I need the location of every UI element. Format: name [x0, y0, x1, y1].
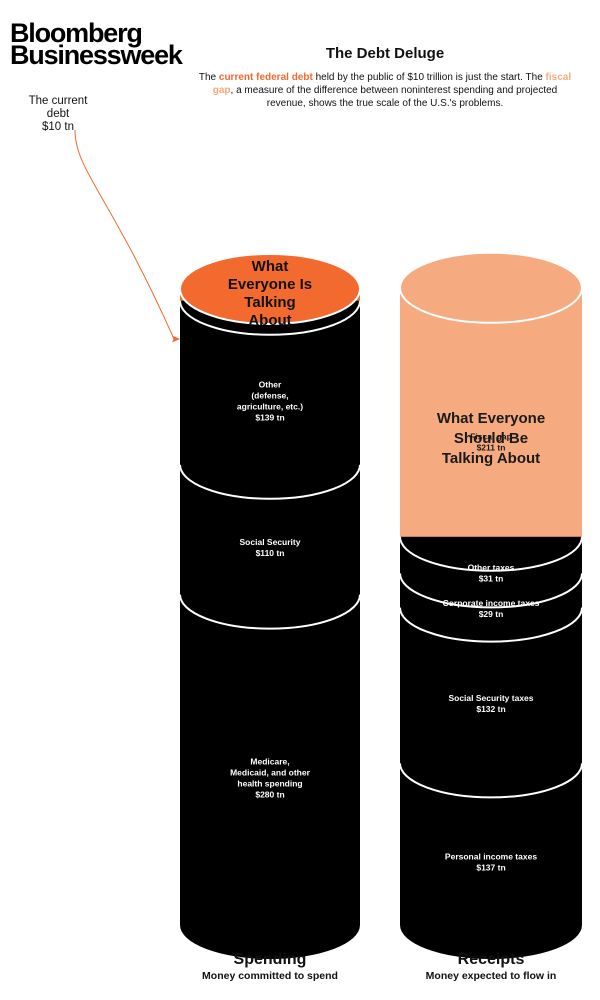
receipts-segment-5-label-line: $211 tn [477, 442, 506, 452]
receipts-segment-2-label-line: $132 tn [476, 704, 505, 714]
callout-label: The current debt [28, 95, 88, 120]
subtitle-part-1: The [198, 72, 219, 83]
spending-segment-1-label-line: health spending [237, 778, 302, 788]
spending-segment-3-label-line: Other [259, 379, 282, 389]
spending-segment-3-label-line: $139 tn [255, 412, 284, 422]
spending-segment-2-label: Social Security$110 tn [240, 537, 301, 558]
spending-subtitle: Money committed to spend [202, 970, 338, 982]
should-be-talking-label-line: Talking About [442, 450, 540, 467]
receipts-segment-5-label-line: Fiscal gap [470, 431, 512, 441]
receipts-segment-1-label-line: $137 tn [476, 863, 505, 873]
spending-segment-3-label-line: agriculture, etc.) [237, 401, 303, 411]
receipts-footer: Receipts Money expected to flow in [401, 950, 581, 983]
receipts-segment-4-label-line: $31 tn [479, 574, 504, 584]
subtitle-part-3: , a measure of the difference between no… [230, 85, 558, 109]
should-be-talking-label-line: What Everyone [437, 410, 545, 427]
spending-segment-3-label-line: (defense, [251, 390, 288, 400]
receipts-subtitle: Money expected to flow in [425, 970, 557, 982]
should-be-talking-label-line: Should Be [454, 430, 528, 447]
receipts-segment-4-label: Other taxes$31 tn [468, 563, 515, 584]
receipts-segment-2-label-line: Social Security taxes [448, 693, 533, 703]
spending-segment-2-label-line: Social Security [240, 537, 301, 547]
brand-logo: Bloomberg Businessweek [10, 18, 183, 70]
receipts-segment-1-label: Personal income taxes$137 tn [445, 852, 537, 873]
receipts-title: Receipts [457, 951, 525, 968]
spending-segment-2-label-line: $110 tn [256, 548, 285, 558]
current-debt-callout: The current debt $10 tn [18, 95, 98, 134]
receipts-segment-2-label: Social Security taxes$132 tn [448, 693, 533, 714]
callout-arrow [74, 129, 175, 340]
talking-about-label-line: Everyone Is [228, 276, 312, 293]
receipts-segment-3-label-line: Corporate income taxes [443, 598, 540, 608]
brand-line-2: Businessweek [10, 40, 183, 70]
spending-segment-3-label: Other(defense,agriculture, etc.)$139 tn [237, 379, 303, 422]
receipts-top-cap [399, 251, 583, 324]
spending-top-cap [179, 252, 361, 325]
spending-title: Spending [233, 951, 307, 968]
spending-segment-1-label-line: Medicare, [250, 756, 289, 766]
receipts-segment-3-label: Corporate income taxes$29 tn [443, 598, 540, 619]
receipts-segment-1-label-line: Personal income taxes [445, 852, 537, 862]
spending-footer: Spending Money committed to spend [180, 950, 360, 983]
chart-title: The Debt Deluge [325, 45, 445, 62]
spending-segment-1-label-line: Medicaid, and other [230, 767, 311, 777]
talking-about-label-line: Talking [244, 294, 295, 311]
subtitle-highlight-current-debt: current federal debt [218, 72, 313, 83]
talking-about-label-line: About [248, 312, 291, 329]
receipts-segment-5 [400, 287, 582, 537]
receipts-segment-4-label-line: Other taxes [468, 563, 515, 573]
subtitle-highlight-fiscal-gap: fiscal gap [212, 72, 572, 96]
talking-about-label-line: What [252, 258, 289, 275]
brand-line-1: Bloomberg [10, 18, 143, 48]
callout-arrowhead [172, 335, 180, 343]
receipts-segment-3-label-line: $29 tn [479, 609, 504, 619]
receipts-segment-5-label: Fiscal gap$211 tn [470, 431, 512, 452]
chart-subtitle: The current federal debt held by the pub… [195, 71, 575, 110]
callout-value: $10 tn [42, 121, 74, 133]
subtitle-part-2: held by the public of $10 trillion is ju… [312, 72, 546, 83]
spending-segment-1-label-line: $280 tn [255, 789, 284, 799]
spending-segment-1 [180, 594, 360, 925]
